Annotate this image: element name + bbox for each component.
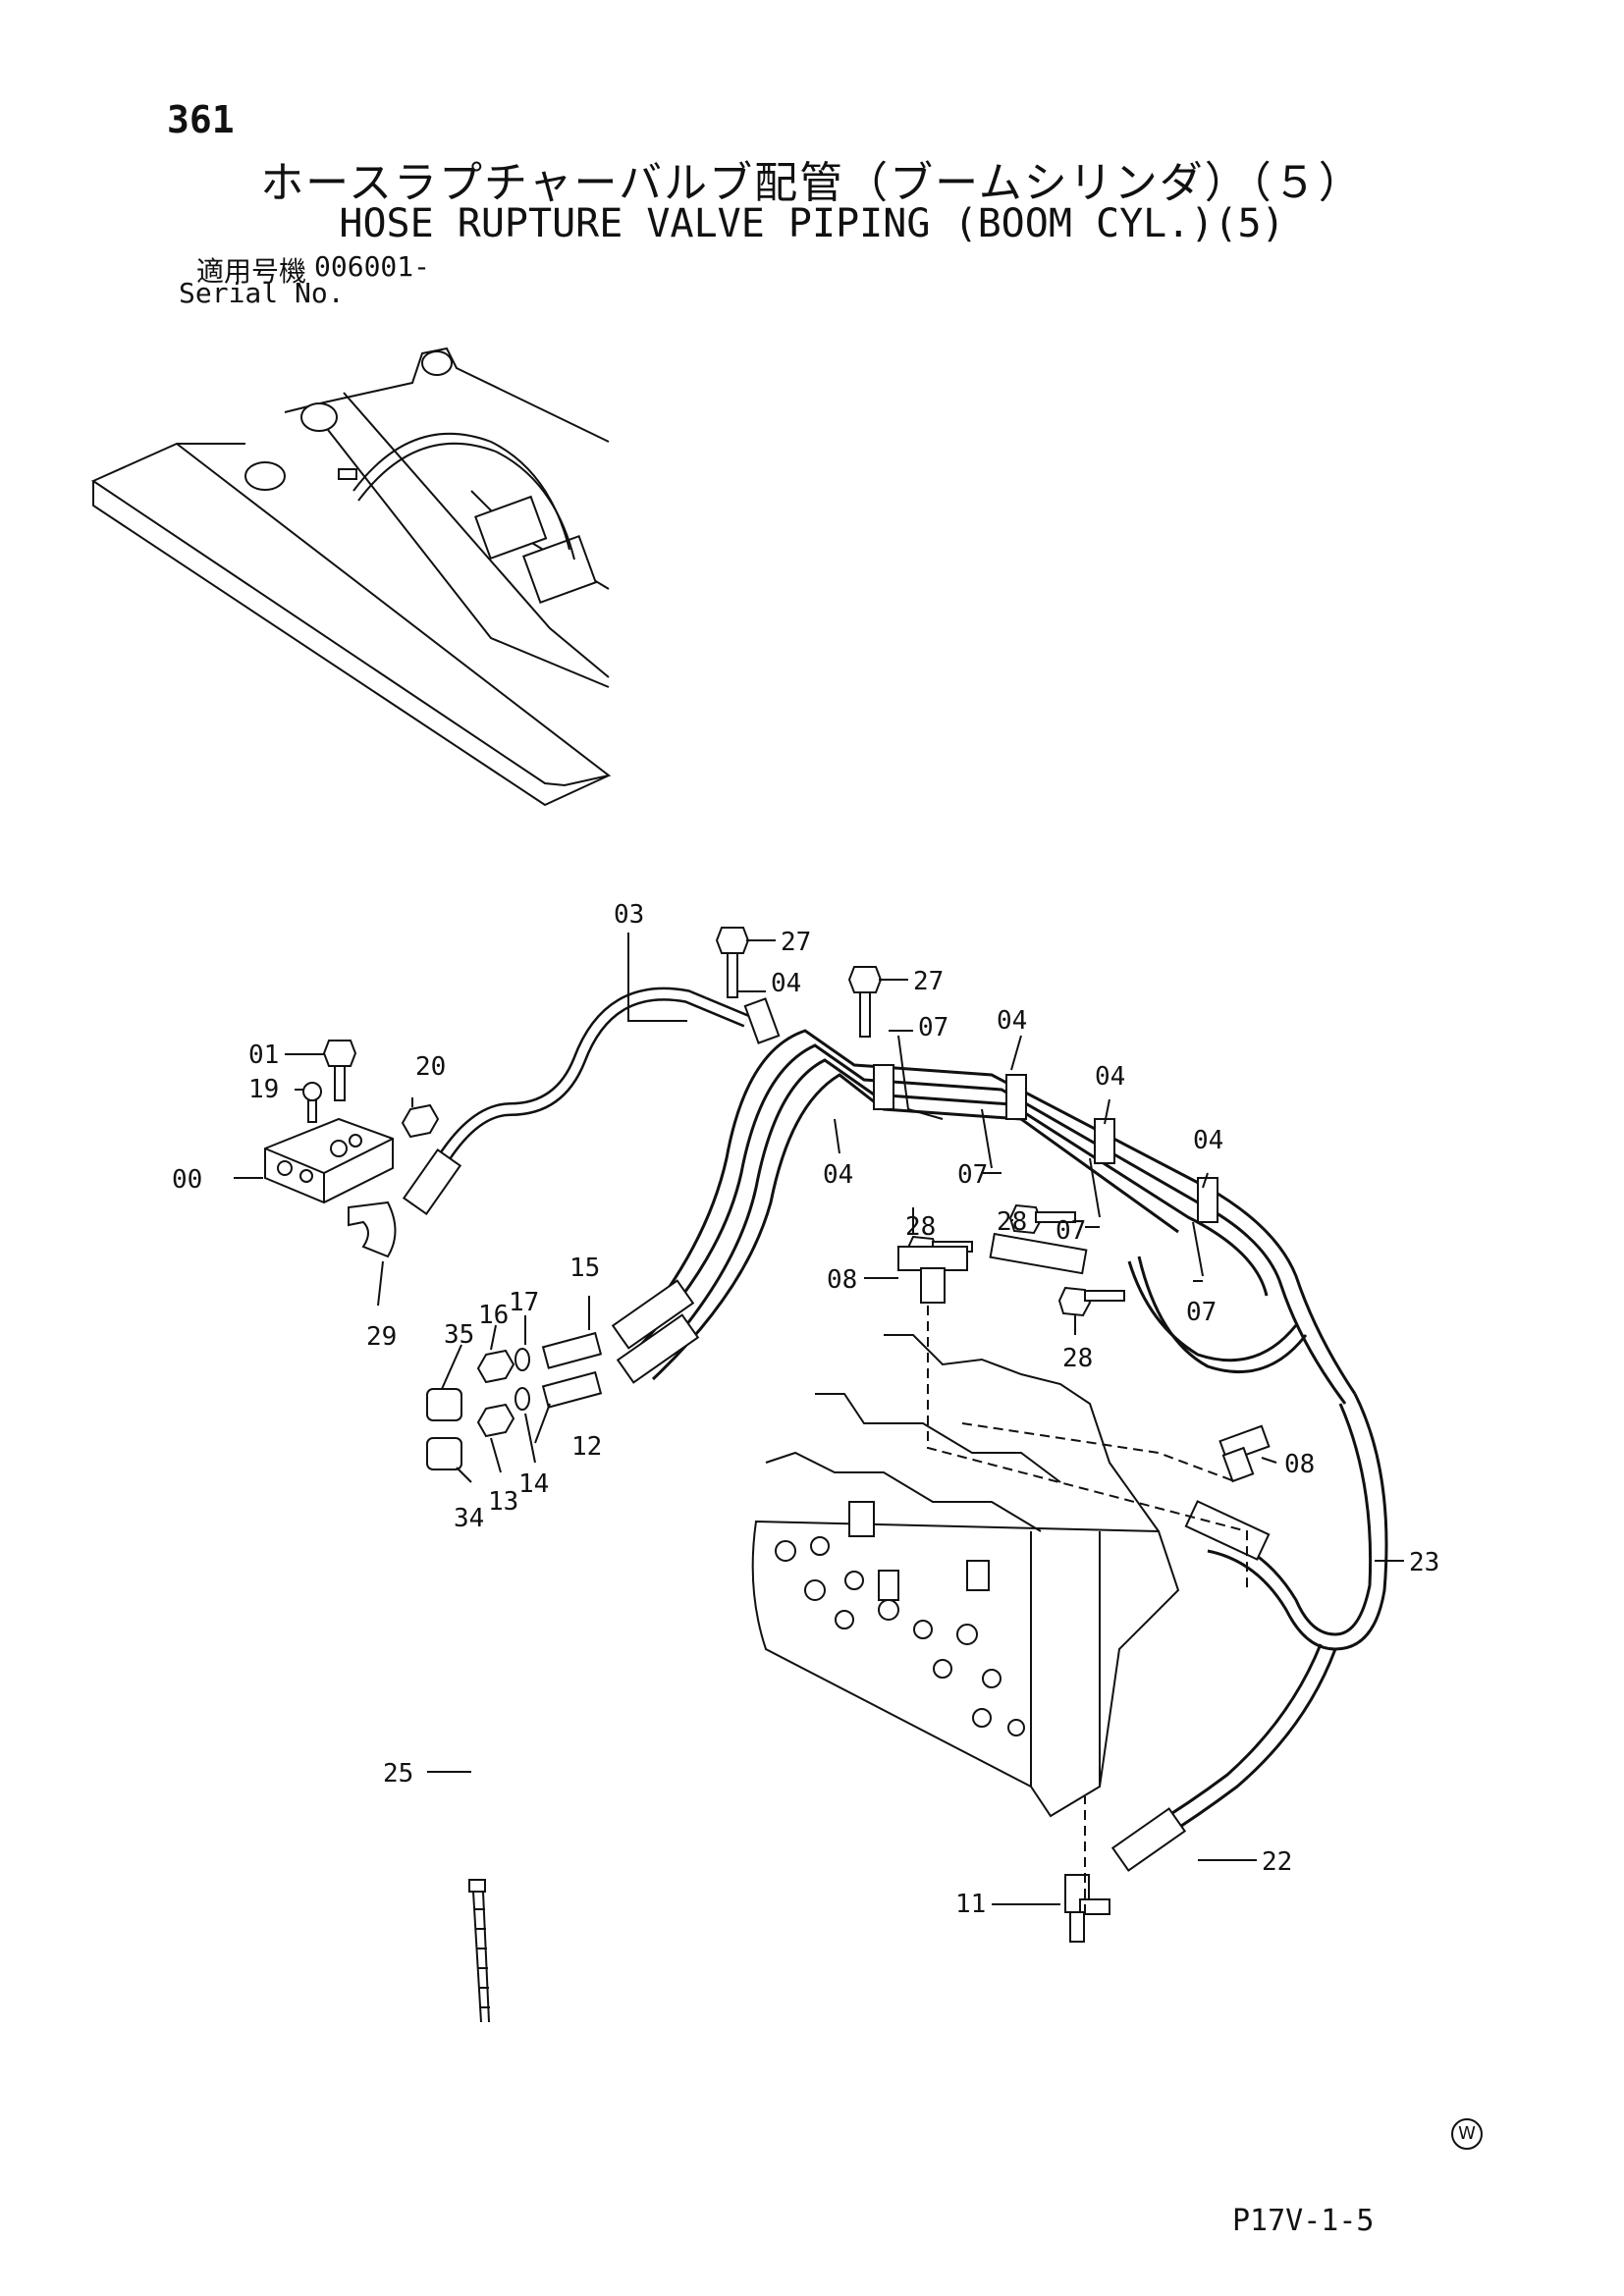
valve-ports — [775, 1536, 1025, 1736]
callout-12: 12 — [571, 1432, 602, 1462]
bolt-28b — [1008, 1203, 1076, 1235]
callout-27b: 27 — [913, 967, 944, 996]
small-fittings — [426, 1331, 603, 1470]
callout-04e: 04 — [823, 1160, 853, 1190]
hose-22 — [1148, 1643, 1337, 1842]
callout-16: 16 — [478, 1301, 509, 1330]
callout-34: 34 — [454, 1504, 484, 1533]
elbow-29 — [348, 1201, 397, 1258]
callout-01: 01 — [248, 1041, 279, 1070]
callout-17: 17 — [509, 1288, 539, 1317]
clamps — [743, 997, 1218, 1277]
callout-29: 29 — [366, 1322, 397, 1352]
location-inset — [90, 347, 612, 807]
cable-tie-25 — [468, 1879, 490, 2023]
callout-07d: 07 — [1186, 1298, 1217, 1327]
leader-lines — [234, 933, 1404, 1905]
bolt-27a — [715, 927, 750, 998]
title-japanese: ホースラプチャーバルブ配管（ブームシリンダ）（５） — [260, 158, 1364, 208]
hose-bundle-main — [631, 1029, 1357, 1405]
callout-08a: 08 — [827, 1265, 857, 1295]
callout-11: 11 — [955, 1890, 986, 1919]
page-number: 361 — [167, 98, 235, 141]
document-code: P17V-1-5 — [1232, 2204, 1375, 2238]
control-valve — [751, 1334, 1180, 1818]
fitting-11 — [1064, 1874, 1110, 1943]
w-mark-icon: W — [1451, 2118, 1483, 2150]
callout-28b: 28 — [997, 1207, 1027, 1237]
callout-27a: 27 — [781, 928, 811, 957]
callout-28a: 28 — [905, 1212, 936, 1242]
callout-03: 03 — [614, 900, 644, 930]
callout-00: 00 — [172, 1165, 202, 1195]
callout-25: 25 — [383, 1759, 413, 1789]
callout-07c: 07 — [1056, 1216, 1086, 1246]
block-00 — [264, 1117, 394, 1204]
callout-04c: 04 — [1095, 1062, 1125, 1092]
bolt-19 — [302, 1082, 322, 1123]
reference-lines — [927, 1306, 1248, 1914]
serial-label-japanese: 適用号機 — [196, 255, 307, 288]
callout-14: 14 — [518, 1469, 549, 1499]
callout-28c: 28 — [1062, 1344, 1093, 1373]
bolt-28c — [1057, 1286, 1125, 1317]
callout-07b: 07 — [957, 1160, 988, 1190]
serial-label-english: Serial No. — [179, 277, 345, 309]
callout-04a: 04 — [771, 969, 801, 998]
bolt-27b — [847, 966, 883, 1038]
tee-08-right — [1218, 1424, 1271, 1483]
bolt-01 — [322, 1040, 357, 1101]
callout-13: 13 — [488, 1487, 518, 1517]
callout-07a: 07 — [918, 1013, 948, 1042]
callout-08b: 08 — [1284, 1450, 1315, 1479]
hose-23 — [1207, 1393, 1388, 1651]
callout-23: 23 — [1409, 1548, 1439, 1577]
callout-15: 15 — [569, 1254, 600, 1283]
hose-03 — [410, 987, 749, 1210]
hose-fittings — [402, 1148, 1271, 1872]
callout-22: 22 — [1262, 1847, 1292, 1877]
callout-20: 20 — [415, 1052, 446, 1082]
callout-04b: 04 — [997, 1006, 1027, 1036]
callout-19: 19 — [248, 1075, 279, 1104]
title-english: HOSE RUPTURE VALVE PIPING (BOOM CYL.)(5) — [339, 201, 1285, 246]
tee-08-upper — [897, 1246, 968, 1304]
adapter-20 — [401, 1103, 440, 1139]
callout-labels: 00 01 19 20 29 03 27 27 04 07 04 04 04 0… — [172, 900, 1439, 1919]
serial-number-value: 006001- — [314, 250, 431, 283]
callout-04d: 04 — [1193, 1126, 1223, 1155]
callout-35: 35 — [444, 1320, 474, 1350]
